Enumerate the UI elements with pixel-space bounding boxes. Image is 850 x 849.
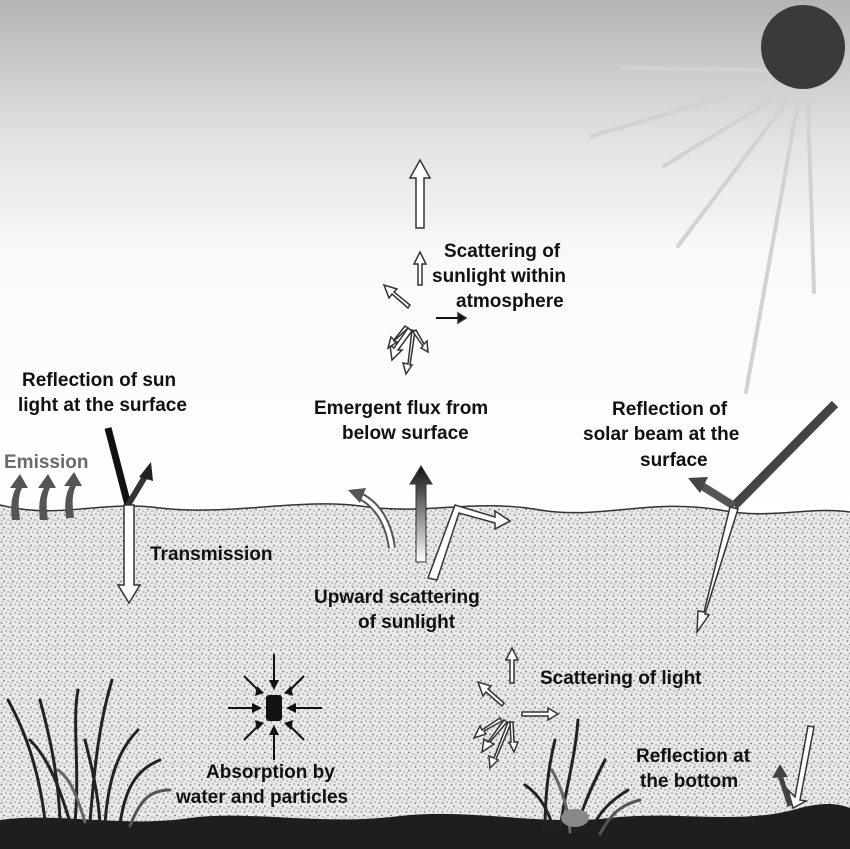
arrow-emergent-flux <box>409 465 433 563</box>
label-transmission: Transmission <box>150 544 273 565</box>
emission-arrows <box>10 472 82 520</box>
label-emergent-flux: Emergent flux from below surface <box>314 398 493 444</box>
label-reflection-beam: Reflection of solar beam at the surface <box>583 399 745 471</box>
seagrass-icon <box>6 678 172 828</box>
arrow-solar-beam-transmitted <box>696 506 739 635</box>
scattering-cluster-water <box>472 646 560 770</box>
label-scattering-light: Scattering of light <box>540 668 702 689</box>
arrow-upward-scattering <box>426 504 512 581</box>
water-surface-line <box>0 503 850 515</box>
water-body <box>0 503 850 849</box>
arrow-reflection-sun-left <box>104 427 153 507</box>
label-emission: Emission <box>4 452 88 473</box>
label-scattering-atmosphere: Scattering of sunlight within atmosphere <box>432 241 571 312</box>
arrow-solar-beam <box>688 400 839 510</box>
scattering-cluster-atmosphere <box>382 283 468 376</box>
sky <box>0 0 850 520</box>
sea-bottom <box>0 803 850 849</box>
label-reflection-sun: Reflection of sun light at the surface <box>18 370 187 416</box>
arrow-atmosphere-small-up <box>412 250 428 286</box>
label-upward-scattering: Upward scattering of sunlight <box>314 587 485 633</box>
sun-rays <box>590 66 816 394</box>
arrow-transmission <box>116 504 142 605</box>
arrow-emergent-curve <box>348 488 396 549</box>
label-reflection-bottom: Reflection at the bottom <box>636 746 755 792</box>
particle-icon <box>228 654 322 760</box>
sun-icon <box>761 5 845 89</box>
shell-icon <box>561 809 589 827</box>
label-absorption: Absorption by water and particles <box>175 762 348 808</box>
arrow-reflection-bottom <box>772 725 815 810</box>
arrow-atmosphere-up <box>408 158 432 229</box>
